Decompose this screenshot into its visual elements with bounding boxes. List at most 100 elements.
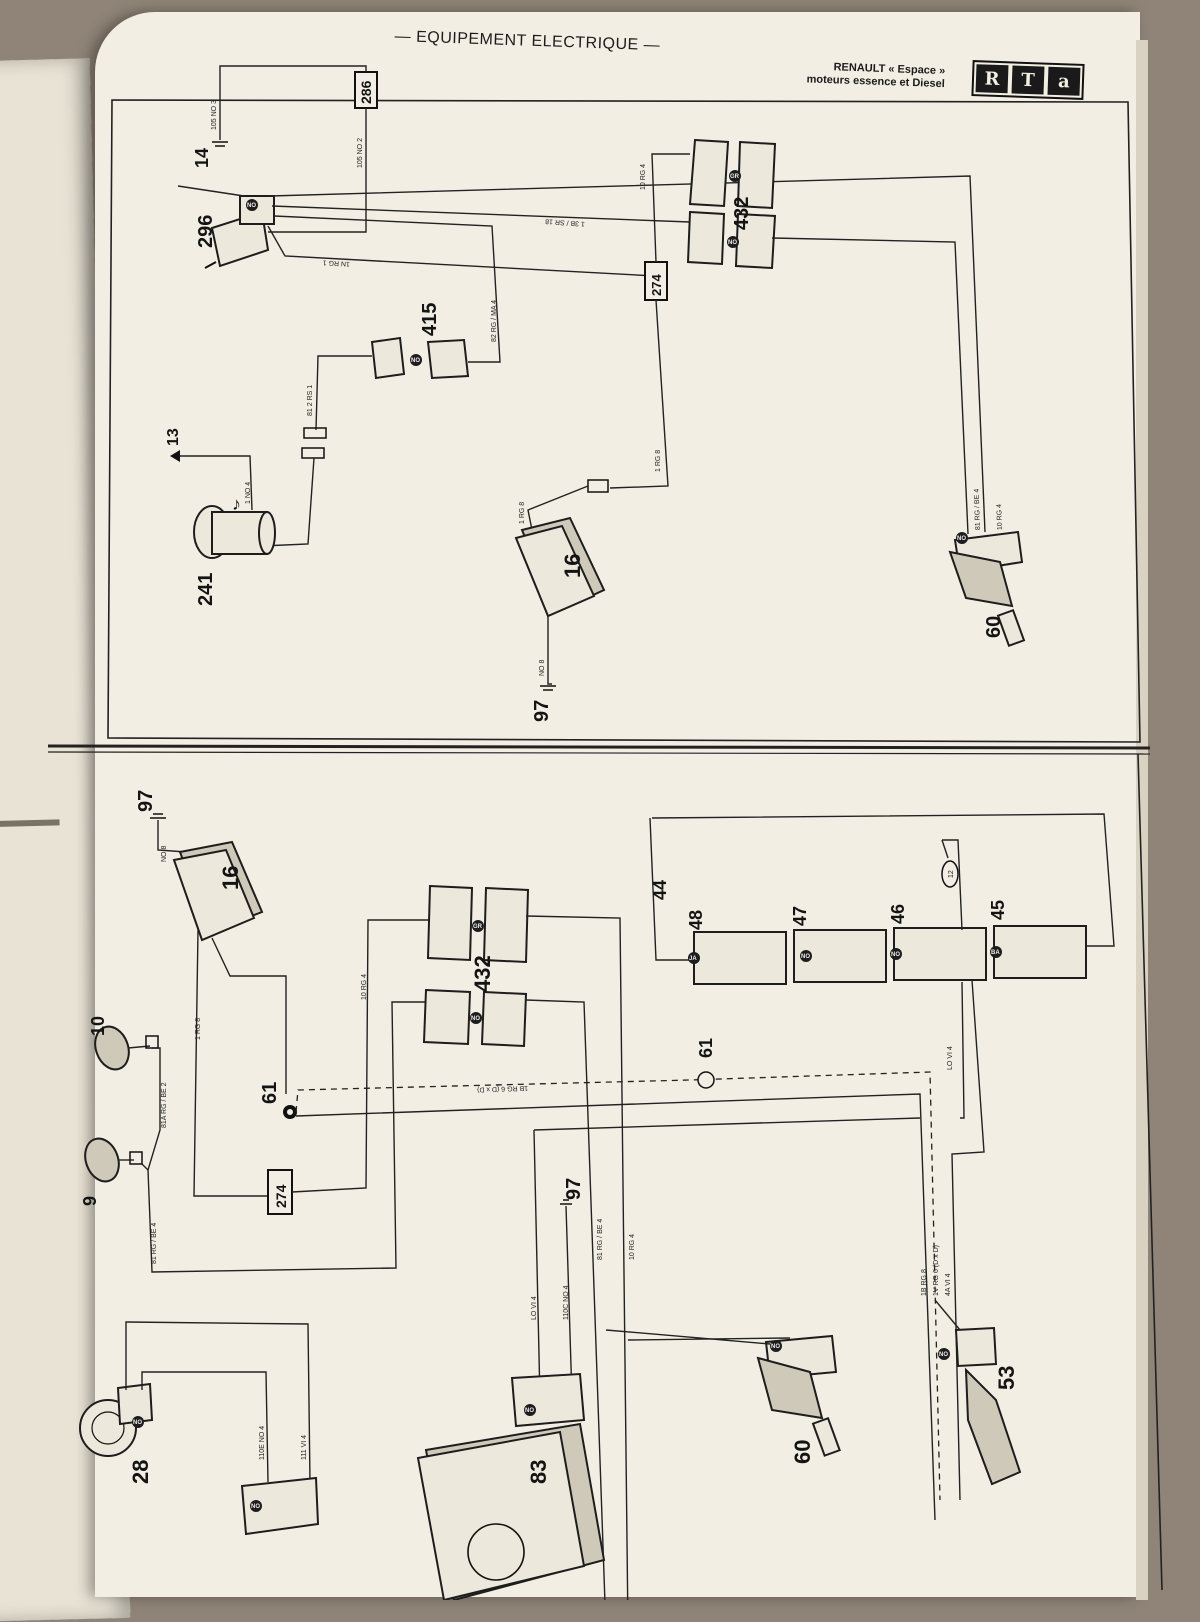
wire-label-top-4: 81 RG / BE 4 bbox=[974, 489, 982, 531]
top-diagram: 286 14 NO 296 NO 415 bbox=[165, 65, 1026, 722]
badge-432-bottom-b: NO bbox=[471, 1016, 480, 1022]
label-296: 296 bbox=[195, 215, 217, 248]
wire-16-274-bottom bbox=[193, 929, 268, 1197]
wire-label-bottom-13: 10 RG 4 bbox=[629, 1234, 636, 1260]
wire-label-top-9: 1 NO 4 bbox=[245, 482, 252, 504]
wire-296-60-a bbox=[269, 175, 986, 533]
label-60-bottom: 60 bbox=[790, 1440, 815, 1464]
label-53: 53 bbox=[994, 1366, 1019, 1390]
component-16-bottom: 16 bbox=[172, 840, 264, 942]
label-44: 44 bbox=[650, 880, 670, 900]
wire-label-top-7: 1 RG 8 bbox=[519, 502, 526, 524]
component-53: NO 53 bbox=[938, 1326, 1022, 1486]
label-60-top: 60 bbox=[983, 616, 1005, 638]
divider-line bbox=[47, 744, 1151, 750]
component-241: 241 ♪ bbox=[193, 494, 276, 606]
label-97-top: 97 bbox=[531, 700, 553, 722]
wire-label-bottom-4: 81A RG / BE 2 bbox=[161, 1082, 168, 1128]
component-16-top: 16 bbox=[514, 516, 606, 618]
component-60-bottom: NO 60 bbox=[756, 1334, 841, 1464]
component-28: NO 28 bbox=[79, 1382, 154, 1484]
badge-296: NO bbox=[247, 203, 256, 209]
wire-connector-241 bbox=[261, 457, 315, 547]
wire-label-bottom-15: 1V RG 6 (D x D) bbox=[933, 1245, 940, 1296]
divider-line-thin bbox=[47, 751, 1151, 755]
wire-286-14 bbox=[219, 65, 367, 140]
badge-switch: NO bbox=[251, 1504, 260, 1510]
wire-label-bottom-3: 10 RG 4 bbox=[361, 974, 368, 1000]
wire-label-bottom-5: 81 RG / BE 4 bbox=[151, 1223, 158, 1264]
wire-label-bottom-2: 1 RG 8 bbox=[195, 1018, 202, 1040]
top-frame bbox=[107, 99, 1141, 743]
wire-label-bottom-14: 1B RG 8 bbox=[921, 1269, 928, 1296]
wire-16-97 bbox=[547, 616, 552, 685]
wire-label-bottom-6: 1B RG 6 (D x D) bbox=[477, 1084, 528, 1093]
component-9: 9 bbox=[80, 1137, 143, 1206]
wire-label-top-6: NO 8 bbox=[539, 660, 546, 676]
wire-label-bottom-10: LO VI 4 bbox=[531, 1296, 538, 1320]
label-415: 415 bbox=[419, 303, 441, 336]
wire-label-top-13: 1N RG 1 bbox=[322, 259, 350, 267]
wire-label-bottom-7: LO VI 4 bbox=[947, 1046, 954, 1070]
component-432-bottom: GR NO 432 bbox=[422, 884, 530, 1048]
label-14: 14 bbox=[192, 148, 212, 168]
label-16-top: 16 bbox=[560, 554, 585, 578]
wire-label-bottom-11: 110C NO 4 bbox=[563, 1285, 570, 1320]
badge-83: NO bbox=[525, 1408, 534, 1414]
wire-dashed-61 bbox=[295, 1071, 941, 1501]
badge-432-bottom-a: GR bbox=[473, 924, 483, 930]
label-46: 46 bbox=[888, 904, 908, 924]
component-12: 12 bbox=[941, 839, 963, 931]
wire-28-b bbox=[141, 1371, 269, 1483]
wire-label-top-8: 81 2 RS 1 bbox=[307, 385, 314, 416]
wire-label-top-1: 1 3B / SR 18 bbox=[545, 217, 585, 227]
bottom-frame-right bbox=[1137, 753, 1163, 1591]
badge-45: BA bbox=[991, 950, 1000, 956]
wire-61-53 bbox=[295, 1093, 936, 1521]
component-61-right: 61 bbox=[696, 1038, 716, 1089]
wire-274-432-bottom bbox=[291, 919, 436, 1193]
wire-415-241 bbox=[315, 355, 372, 431]
label-45: 45 bbox=[988, 900, 1008, 920]
wire-286-296 bbox=[268, 108, 367, 233]
label-61-right: 61 bbox=[696, 1038, 716, 1058]
component-46: NO 46 bbox=[888, 904, 987, 981]
label-241: 241 bbox=[195, 573, 217, 606]
wire-label-bottom-12: 81 RG / BE 4 bbox=[597, 1219, 604, 1260]
wire-9-432 bbox=[141, 1001, 430, 1273]
label-47: 47 bbox=[790, 906, 810, 926]
component-83: NO 83 bbox=[416, 1372, 606, 1600]
inline-connector-top-left bbox=[303, 427, 327, 439]
badge-415: NO bbox=[411, 358, 420, 364]
badge-432-top-b: NO bbox=[728, 240, 737, 246]
ground-97-bottom-b: 97 bbox=[560, 1178, 585, 1399]
wire-46-down bbox=[960, 981, 965, 1119]
wire-label-bottom-1: NO 8 bbox=[161, 846, 168, 862]
badge-28: NO bbox=[133, 1420, 142, 1426]
wire-label-top-11: 105 NO 2 bbox=[357, 138, 364, 168]
wire-296-left bbox=[177, 185, 245, 197]
wire-label-top-2: 10 RG 4 bbox=[640, 164, 647, 190]
label-16-bottom: 16 bbox=[218, 866, 243, 890]
label-28: 28 bbox=[128, 1460, 153, 1484]
badge-48: JA bbox=[689, 956, 697, 962]
component-274-bottom: 274 bbox=[267, 1169, 293, 1215]
label-432-top: 432 bbox=[731, 197, 753, 230]
badge-53: NO bbox=[939, 1352, 948, 1358]
component-296: NO 296 bbox=[195, 195, 275, 269]
wire-53-in bbox=[934, 1299, 961, 1331]
label-61-left: 61 bbox=[259, 1082, 281, 1104]
badge-46: NO bbox=[891, 952, 900, 958]
wire-label-bottom-8: 110E NO 4 bbox=[259, 1426, 266, 1460]
wire-60-bottom-b bbox=[605, 1329, 771, 1345]
badge-432-top-a: GR bbox=[730, 174, 740, 180]
connection-13: 13 bbox=[165, 428, 253, 511]
inline-connector-top-left-2 bbox=[301, 447, 325, 459]
wire-274-16 bbox=[609, 299, 669, 489]
component-44: 44 bbox=[649, 813, 1115, 961]
label-48: 48 bbox=[686, 910, 706, 930]
component-60-top: NO 60 bbox=[948, 530, 1026, 648]
wire-432-60-b bbox=[771, 237, 969, 535]
label-274-bottom: 274 bbox=[273, 1184, 289, 1208]
